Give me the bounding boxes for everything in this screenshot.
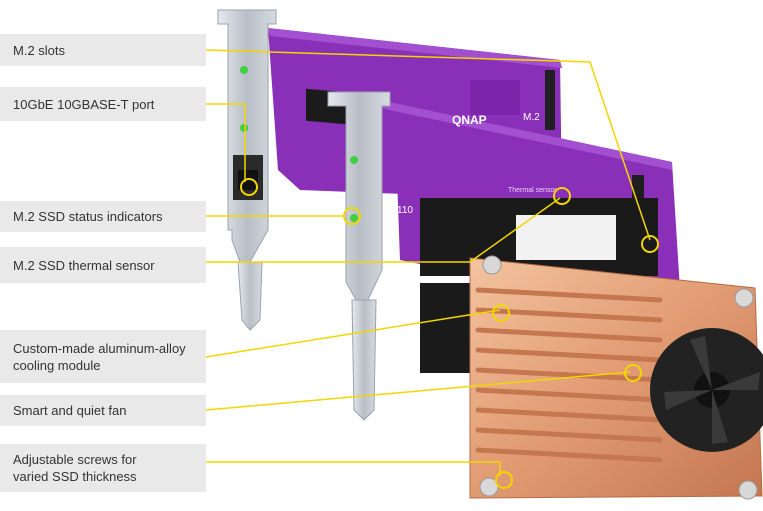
back-bracket: [217, 9, 277, 331]
callout-text: M.2 slots: [13, 42, 66, 58]
slot-110-top: 110: [397, 205, 413, 216]
callout-text: 10GbE 10GBASE-T port: [13, 96, 155, 112]
callout-status-indicators: M.2 SSD status indicators: [0, 201, 206, 232]
callout-text: Custom-made aluminum-alloy cooling modul…: [13, 340, 186, 373]
callout-cooling-module: Custom-made aluminum-alloy cooling modul…: [0, 330, 206, 383]
callout-thermal-sensor: M.2 SSD thermal sensor: [0, 247, 206, 283]
callout-text: M.2 SSD status indicators: [13, 209, 163, 224]
callout-rings: [240, 178, 659, 489]
callout-text: M.2 SSD thermal sensor: [13, 257, 155, 273]
thermal-text: Thermal sensor: [508, 187, 557, 194]
screw-top-right: [734, 288, 754, 308]
callout-text: Smart and quiet fan: [13, 403, 127, 418]
callout-10gbe-port: 10GbE 10GBASE-T port: [0, 87, 206, 121]
ssd-1-label: [516, 215, 616, 260]
callout-m2-slots: M.2 slots: [0, 34, 206, 66]
screw-top-left: [482, 255, 502, 275]
led-indicator-2: [240, 124, 248, 132]
slot-110-bottom: 110: [397, 292, 413, 303]
heatsink: [469, 255, 763, 500]
callout-fan: Smart and quiet fan: [0, 395, 206, 426]
screw-bottom-left: [479, 477, 499, 497]
callout-text: Adjustable screws for varied SSD thickne…: [13, 452, 137, 484]
pcb-brand-text: QNAP: [452, 113, 487, 127]
led-indicator-1: [240, 66, 248, 74]
callout-lines: [205, 49, 651, 476]
screw-bottom-right: [738, 480, 758, 500]
callout-adjustable-screws: Adjustable screws for varied SSD thickne…: [0, 444, 206, 492]
back-m2-text: M.2: [523, 112, 540, 123]
front-bracket: [327, 91, 391, 421]
